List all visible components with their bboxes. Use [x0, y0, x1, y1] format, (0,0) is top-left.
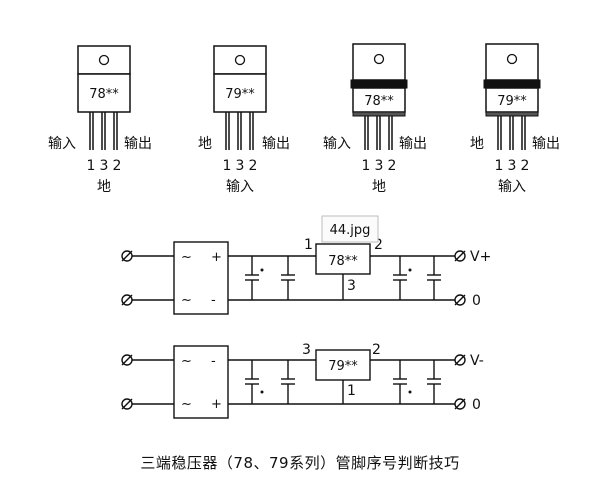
- bridge-symbol: -: [211, 293, 216, 308]
- regulator-pin-in: 1: [304, 237, 313, 253]
- pin-number: 2: [249, 158, 258, 174]
- pin-number: 2: [388, 158, 397, 174]
- pin-number: 3: [508, 158, 517, 174]
- regulator-label: 78**: [328, 254, 358, 269]
- output-terminal-bottom: [454, 398, 466, 410]
- regulator-pin-gnd: 1: [347, 383, 356, 399]
- capacitor: [427, 360, 441, 404]
- pin-label-bottom: 地: [97, 179, 111, 195]
- package-78-b: 78** 输入 输出 1 3 2 地: [323, 43, 427, 195]
- bridge-symbol: ~: [181, 354, 192, 369]
- capacitor-electrolytic: [245, 256, 264, 300]
- pin-label-left: 输入: [323, 136, 351, 152]
- capacitor: [281, 256, 295, 300]
- filename-tooltip: 44.jpg: [321, 215, 379, 243]
- pin-label-right: 输出: [532, 136, 560, 152]
- capacitor-electrolytic: [393, 360, 412, 404]
- capacitor-electrolytic: [393, 256, 412, 300]
- pin-number: 2: [521, 158, 530, 174]
- circuit-positive: [121, 241, 466, 315]
- pin-number: 3: [236, 158, 245, 174]
- capacitor-electrolytic: [245, 360, 264, 404]
- pin-label-left: 输入: [48, 136, 76, 152]
- output-label: V-: [470, 353, 484, 369]
- pin-label-right: 输出: [399, 136, 427, 152]
- tooltip-text: 44.jpg: [330, 223, 371, 238]
- package-marking: 79**: [497, 94, 527, 109]
- pin-label-bottom: 输入: [226, 179, 254, 195]
- regulator-pin-in: 3: [302, 342, 311, 358]
- package-78-a: 78** 输入 输出 1 3 2 地: [48, 45, 152, 195]
- pin-number: 2: [113, 158, 122, 174]
- package-79-a: 79** 地 输出 1 3 2 输入: [198, 45, 290, 195]
- regulator-79: [315, 349, 371, 381]
- output-terminal-top: [454, 250, 466, 262]
- pin-label-left: 地: [198, 136, 212, 152]
- regulator-label: 79**: [328, 359, 358, 374]
- pin-number: 3: [100, 158, 109, 174]
- pin-number: 1: [495, 158, 504, 174]
- pin-number: 1: [87, 158, 96, 174]
- ac-terminal-bottom: [121, 294, 133, 306]
- bridge-rectifier: [173, 241, 229, 315]
- ac-terminal-top: [121, 250, 133, 262]
- capacitor: [427, 256, 441, 300]
- circuit-positive-labels: ~ + ~ - 78** 1 3 2 V+ 0: [181, 237, 491, 309]
- bridge-symbol: +: [211, 250, 222, 265]
- output-terminal-top: [454, 354, 466, 366]
- capacitor: [281, 360, 295, 404]
- ground-label: 0: [472, 293, 481, 309]
- output-label: V+: [470, 249, 491, 265]
- pin-label-bottom: 输入: [498, 179, 526, 195]
- bridge-symbol: +: [211, 397, 222, 412]
- output-terminal-bottom: [454, 294, 466, 306]
- package-marking: 79**: [225, 87, 255, 102]
- pin-label-bottom: 地: [372, 179, 386, 195]
- bridge-symbol: ~: [181, 293, 192, 308]
- ac-terminal-bottom: [121, 398, 133, 410]
- circuit-negative: [121, 345, 466, 419]
- ground-label: 0: [472, 397, 481, 413]
- circuit-negative-labels: ~ - ~ + 79** 3 1 2 V- 0: [181, 342, 484, 413]
- pin-number: 1: [223, 158, 232, 174]
- regulator-pin-out: 2: [372, 342, 381, 358]
- package-marking: 78**: [89, 87, 119, 102]
- diagram-caption: 三端稳压器（78、79系列）管脚序号判断技巧: [140, 454, 459, 472]
- ac-terminal-top: [121, 354, 133, 366]
- regulator-pin-out: 2: [374, 237, 383, 253]
- pin-number: 3: [375, 158, 384, 174]
- pin-label-left: 地: [470, 136, 484, 152]
- pin-label-right: 输出: [124, 136, 152, 152]
- bridge-symbol: -: [211, 354, 216, 369]
- bridge-symbol: ~: [181, 397, 192, 412]
- package-79-b: 79** 地 输出 1 3 2 输入: [470, 43, 560, 195]
- regulator-pin-gnd: 3: [347, 278, 356, 294]
- package-marking: 78**: [364, 94, 394, 109]
- bridge-rectifier: [173, 345, 229, 419]
- pin-number: 1: [362, 158, 371, 174]
- bridge-symbol: ~: [181, 250, 192, 265]
- pin-label-right: 输出: [262, 136, 290, 152]
